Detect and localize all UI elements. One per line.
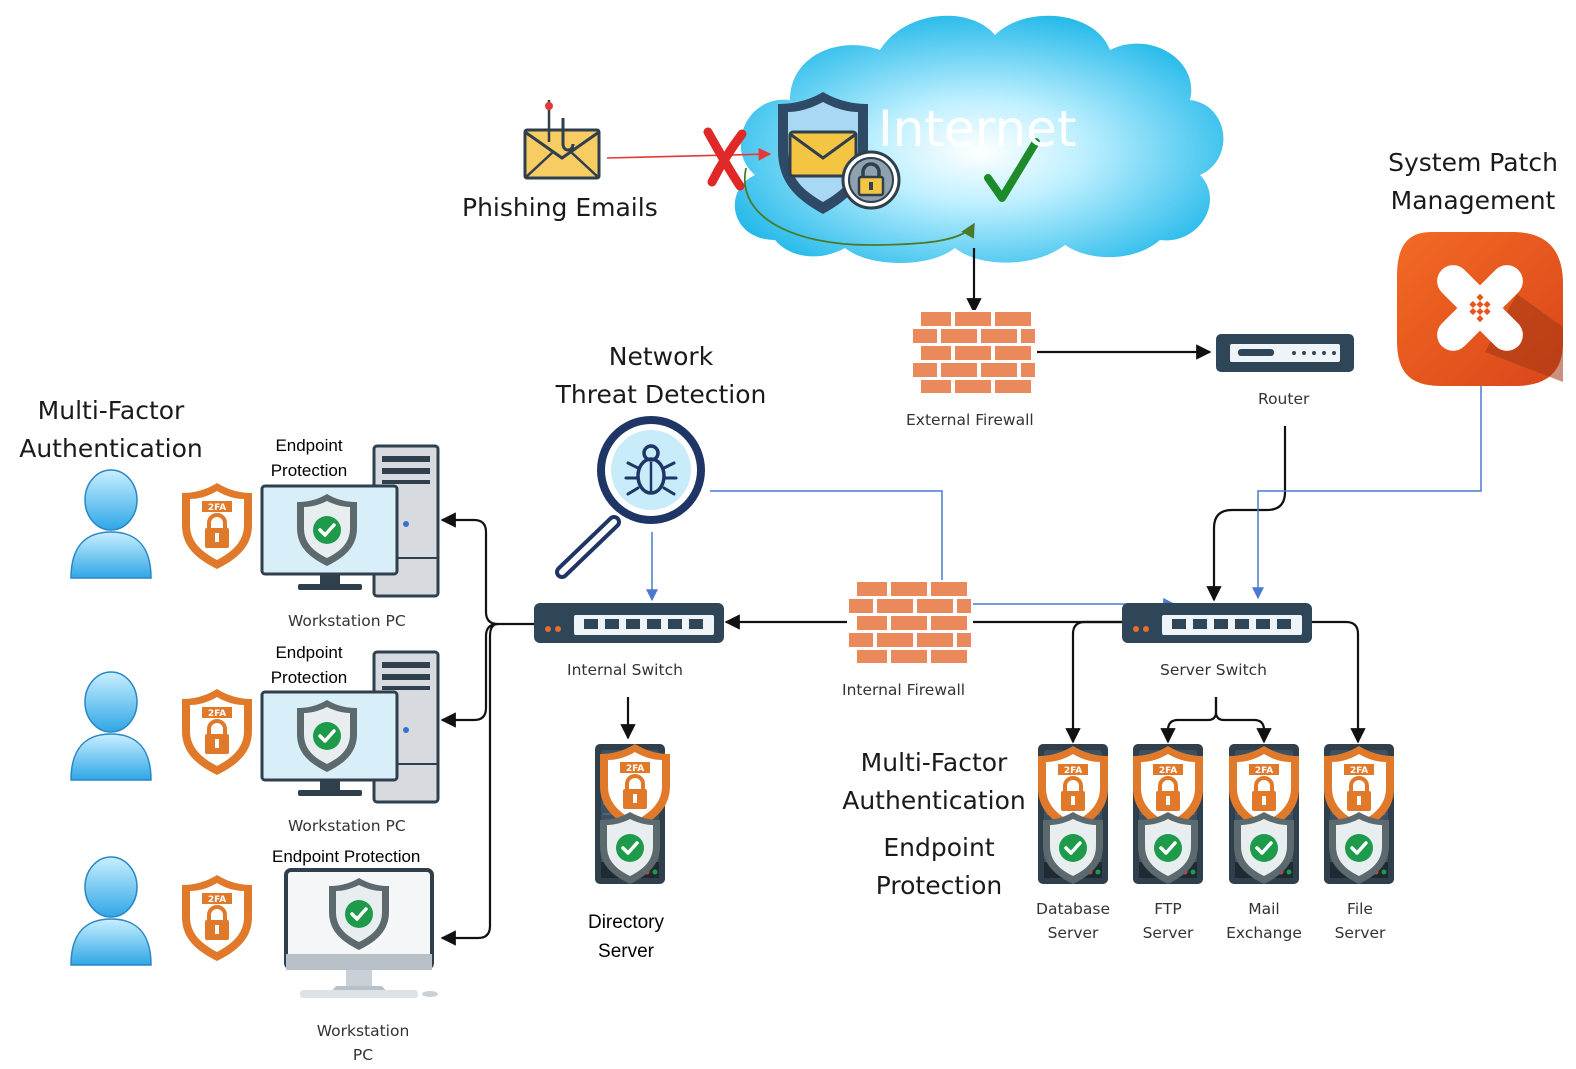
phishing-mail-icon	[523, 100, 601, 180]
workstation-icon	[284, 868, 438, 998]
server-icon	[1227, 743, 1301, 886]
workstation-label: Workstation PC	[288, 817, 406, 835]
patch-bandage-icon	[1397, 232, 1563, 386]
phishing-label: Phishing Emails	[462, 193, 658, 222]
server-switch-icon	[1122, 603, 1312, 643]
phishing-arrow	[606, 147, 772, 161]
user-icon	[70, 856, 152, 966]
server-icon	[1036, 743, 1110, 886]
2fa-shield-icon	[180, 873, 254, 963]
router-icon	[1216, 334, 1354, 372]
server-icon	[594, 742, 672, 886]
router-label: Router	[1258, 390, 1310, 408]
server-icon	[1322, 743, 1396, 886]
external-firewall-label: External Firewall	[906, 411, 1034, 429]
internet-title: Internet	[878, 100, 1077, 158]
bug-magnifier-icon	[555, 416, 705, 579]
workstation-label: Workstation PC	[288, 612, 406, 630]
user-icon	[70, 469, 152, 579]
padlock-icon	[841, 150, 901, 210]
x-mark-icon	[703, 127, 747, 191]
user-icon	[70, 671, 152, 781]
checkmark-icon	[984, 138, 1040, 202]
2fa-shield-icon	[180, 481, 254, 571]
network-connections	[440, 248, 1366, 946]
filter-return-arrow	[743, 167, 975, 246]
endpoint-protection-label: Endpoint Protection	[272, 847, 421, 866]
internal-firewall-icon	[847, 580, 973, 664]
internal-switch-label: Internal Switch	[567, 661, 683, 679]
2fa-shield-icon	[180, 687, 254, 777]
internal-firewall-label: Internal Firewall	[842, 681, 966, 699]
internal-switch-icon	[534, 603, 724, 643]
external-firewall-icon	[911, 310, 1037, 394]
server-switch-label: Server Switch	[1160, 661, 1268, 679]
monitoring-connections	[646, 380, 1482, 610]
server-icon	[1131, 743, 1205, 886]
